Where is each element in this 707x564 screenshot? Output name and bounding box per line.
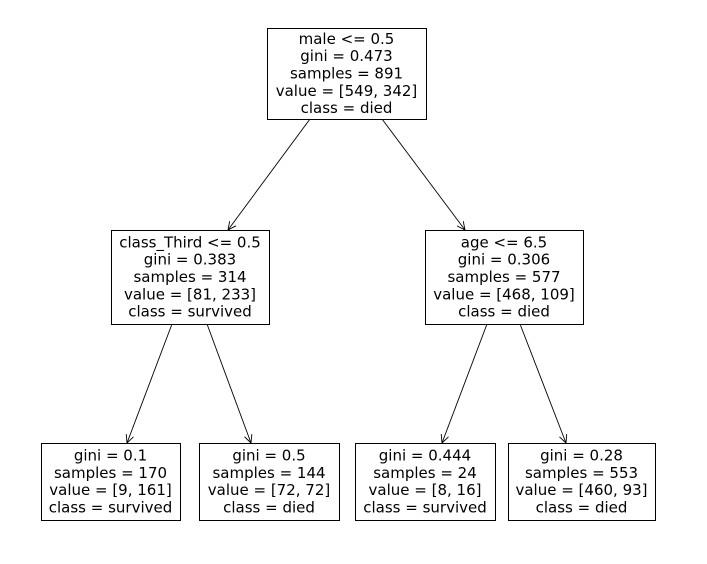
- edge-line: [227, 118, 311, 231]
- node-box: [111, 230, 270, 325]
- edge-line: [126, 323, 173, 444]
- node-box: [41, 443, 181, 521]
- node-line: class = died: [301, 99, 393, 117]
- edge-right-to-leaf-rl: [440, 323, 488, 444]
- node-line: gini = 0.1: [74, 447, 147, 465]
- edge-right-to-leaf-rr: [519, 323, 568, 444]
- node-line: gini = 0.473: [300, 47, 392, 65]
- node-line: class_Third <= 0.5: [119, 233, 261, 252]
- edge-left-to-leaf-ll: [125, 323, 173, 444]
- edge-line: [206, 323, 252, 444]
- edge-left-to-leaf-lr: [206, 323, 253, 444]
- node-line: class = died: [536, 498, 628, 516]
- edge-line: [441, 323, 488, 444]
- node-box: [199, 443, 340, 521]
- node-line: value = [8, 16]: [369, 481, 482, 499]
- node-line: value = [549, 342]: [276, 82, 418, 100]
- node-line: samples = 553: [525, 464, 638, 482]
- node-line: class = died: [458, 303, 550, 321]
- node-line: class = died: [223, 498, 315, 516]
- node-line: samples = 577: [447, 268, 560, 286]
- node-line: value = [72, 72]: [208, 481, 331, 499]
- node-line: gini = 0.28: [540, 447, 623, 465]
- node-line: value = [9, 161]: [49, 481, 172, 499]
- node-line: gini = 0.306: [458, 251, 550, 269]
- node-box: [508, 443, 656, 521]
- edge-line: [381, 118, 466, 231]
- node-line: age <= 6.5: [461, 233, 547, 251]
- node-line: samples = 314: [133, 268, 246, 286]
- node-box: [267, 28, 427, 120]
- node-line: male <= 0.5: [299, 30, 395, 48]
- node-line: value = [460, 93]: [515, 481, 647, 499]
- node-line: class = survived: [49, 498, 173, 516]
- node-line: class = survived: [363, 498, 487, 516]
- node-line: samples = 24: [373, 464, 477, 482]
- edge-root-to-left: [227, 118, 311, 231]
- node-line: samples = 891: [290, 65, 403, 83]
- edge-root-to-right: [381, 118, 466, 231]
- tree-edges: [125, 118, 568, 444]
- node-box: [355, 443, 496, 521]
- node-line: class = survived: [128, 303, 252, 321]
- node-line: gini = 0.444: [379, 447, 471, 465]
- node-line: gini = 0.5: [232, 447, 305, 465]
- node-box: [425, 230, 584, 325]
- edge-line: [519, 323, 567, 444]
- node-line: gini = 0.383: [144, 251, 236, 269]
- node-line: samples = 144: [212, 464, 325, 482]
- node-line: value = [468, 109]: [433, 285, 575, 303]
- node-line: value = [81, 233]: [124, 285, 256, 303]
- node-line: samples = 170: [54, 464, 167, 482]
